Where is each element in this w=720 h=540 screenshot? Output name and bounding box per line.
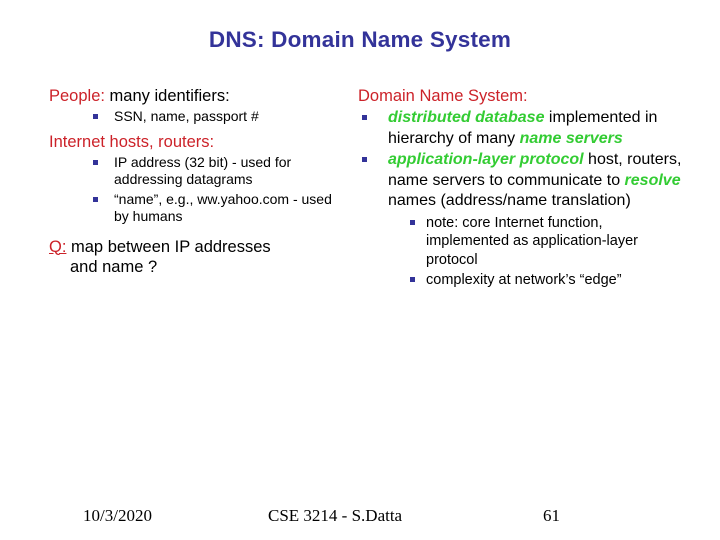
right-sub-bullet-list: note: core Internet function, implemente… [388, 214, 688, 290]
bullet1-text: implemented in hierarchy of many [388, 109, 658, 147]
left-heading-internet-hosts: Internet hosts, routers: [49, 132, 215, 151]
footer-page-number: 61 [543, 506, 560, 525]
bullet2-text-b: names (address/name translation) [388, 192, 631, 209]
bullet2-text-a: host, routers, name servers to communica… [388, 151, 682, 189]
list-item: SSN, name, passport # [49, 108, 349, 126]
right-heading-dns: Domain Name System: [358, 87, 528, 105]
list-item: IP address (32 bit) - used for addressin… [49, 154, 349, 189]
list-item: application-layer protocol host, routers… [358, 150, 688, 290]
square-bullet-icon [410, 219, 415, 225]
right-content-column: Domain Name System: distributed database… [358, 86, 688, 292]
slide-title: DNS: Domain Name System [208, 27, 512, 52]
left-heading-people: People: many identifiers: [49, 86, 349, 107]
square-bullet-icon [362, 157, 367, 162]
list-item: “name”, e.g., ww.yahoo.com - used by hum… [49, 191, 349, 226]
square-bullet-icon [93, 159, 98, 165]
emphasis-resolve: resolve [624, 171, 681, 189]
question-marker: Q: [49, 237, 67, 256]
list-item: note: core Internet function, implemente… [388, 214, 688, 270]
left-content-column: People: many identifiers: SSN, name, pas… [49, 86, 349, 277]
square-bullet-icon [362, 115, 367, 120]
list-item-label: SSN, name, passport # [114, 108, 259, 124]
footer-course-label: CSE 3214 - S.Datta [268, 506, 403, 525]
left-heading-people-rest: many identifiers: [104, 87, 230, 105]
list-item-label: “name”, e.g., ww.yahoo.com - used by hum… [114, 190, 332, 225]
left-question-block: Q: map between IP addresses and name ? [49, 237, 349, 277]
left-bullet-list-1: SSN, name, passport # [49, 108, 349, 126]
emphasis-name-servers: name servers [519, 129, 623, 147]
list-item: complexity at network’s “edge” [388, 271, 688, 290]
question-text-continuation: and name ? [70, 257, 158, 276]
right-bullet-list: distributed database implemented in hier… [358, 108, 688, 290]
square-bullet-icon [93, 196, 98, 202]
list-item-label: note: core Internet function, implemente… [426, 214, 638, 268]
left-heading-people-emphasis: People: [49, 87, 105, 105]
square-bullet-icon [410, 277, 415, 282]
list-item-label: IP address (32 bit) - used for addressin… [114, 153, 292, 188]
question-text: map between IP addresses [66, 237, 271, 256]
emphasis-distributed-database: distributed database [388, 109, 545, 126]
emphasis-application-layer-protocol: application-layer protocol [388, 151, 584, 168]
list-item-label: complexity at network’s “edge” [426, 272, 622, 288]
square-bullet-icon [93, 114, 98, 119]
left-bullet-list-2: IP address (32 bit) - used for addressin… [49, 154, 349, 226]
footer-date: 10/3/2020 [83, 506, 152, 525]
list-item: distributed database implemented in hier… [358, 108, 688, 149]
